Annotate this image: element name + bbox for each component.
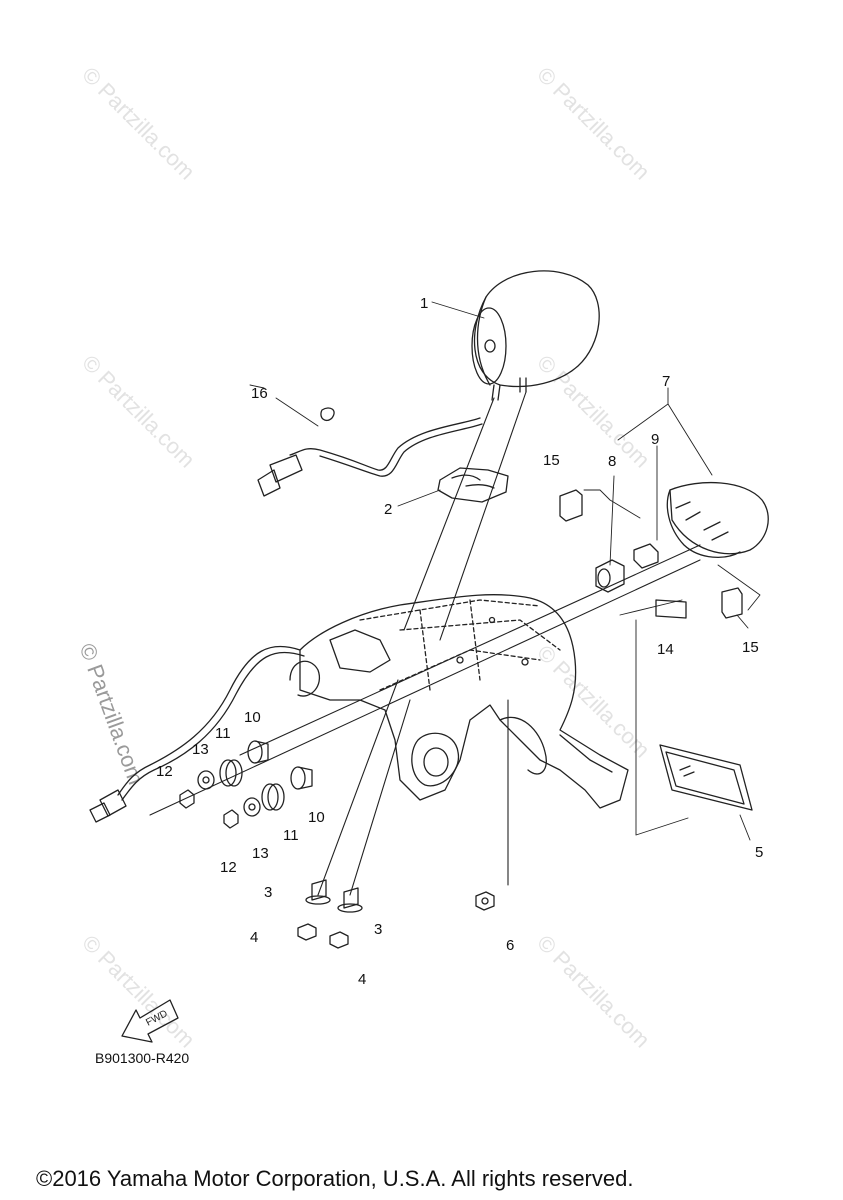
callout-3: 3	[374, 921, 383, 938]
callout-3: 3	[264, 884, 273, 901]
callout-11: 11	[215, 725, 231, 742]
callout-14: 14	[657, 641, 674, 658]
callout-12: 12	[220, 859, 237, 876]
callout-5: 5	[755, 844, 764, 861]
headlight-bracket	[437, 467, 509, 503]
callout-7: 7	[662, 373, 671, 390]
leader-lines	[249, 301, 761, 841]
damper-parts	[179, 740, 313, 829]
diagram-code: B901300-R420	[95, 1050, 190, 1066]
callout-10: 10	[244, 709, 261, 726]
callout-6: 6	[506, 937, 515, 954]
callout-13: 13	[252, 845, 269, 862]
copyright-notice: ©2016 Yamaha Motor Corporation, U.S.A. A…	[36, 1166, 634, 1191]
wiring-harness	[257, 407, 483, 497]
plate-reflector	[659, 744, 753, 811]
callout-4: 4	[250, 929, 259, 946]
callout-4: 4	[358, 971, 367, 988]
mounting-rods	[149, 391, 701, 896]
callout-13: 13	[192, 741, 209, 758]
callout-12: 12	[156, 763, 173, 780]
callout-8: 8	[608, 453, 617, 470]
fwd-arrow-icon	[121, 999, 179, 1043]
callout-2: 2	[384, 501, 393, 518]
callout-16: 16	[251, 385, 268, 402]
callout-9: 9	[651, 431, 660, 448]
collars-and-nuts	[297, 879, 495, 949]
left-harness	[89, 645, 305, 823]
reflector-blocks	[559, 489, 743, 619]
callout-10: 10	[308, 809, 325, 826]
callout-11: 11	[283, 827, 299, 844]
frame-bracket	[289, 594, 629, 809]
tail-light	[666, 482, 769, 558]
socket-and-bulb	[595, 543, 659, 593]
callout-15: 15	[742, 639, 759, 656]
callout-15: 15	[543, 452, 560, 469]
headlight	[471, 270, 600, 401]
fwd-label: FWD	[144, 1008, 169, 1028]
callout-1: 1	[420, 295, 429, 312]
